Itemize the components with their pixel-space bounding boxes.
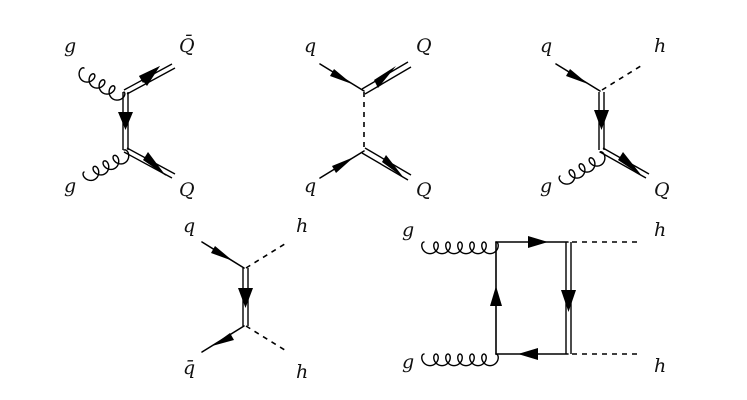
- label-in-bottom: q̄: [183, 357, 195, 379]
- label-out-top: Q: [416, 35, 432, 57]
- arrow-down: [118, 112, 133, 130]
- gluon-line: [421, 353, 499, 367]
- arrow: [374, 66, 396, 88]
- gluon-line: [421, 241, 499, 255]
- arrow-left: [518, 348, 538, 360]
- label-in-bottom: g: [540, 175, 552, 197]
- label-in-top: q: [540, 35, 552, 57]
- arrow: [382, 155, 404, 178]
- label-in-top: g: [64, 35, 76, 57]
- diagram-qqbar-to-hh: q h q̄ h: [183, 215, 308, 383]
- label-in-top: q: [183, 215, 195, 237]
- label-in-bottom: g: [64, 175, 76, 197]
- diagram-qg-to-hQ: q h g Q: [540, 35, 670, 201]
- label-out-top: h: [654, 219, 666, 241]
- arrow: [566, 69, 588, 84]
- heavy-quark-line: [599, 151, 647, 179]
- gluon-line: [558, 151, 606, 185]
- label-out-top: h: [654, 35, 666, 57]
- arrow: [618, 152, 642, 176]
- arrow: [139, 66, 160, 86]
- higgs-line: [245, 325, 289, 353]
- arrow: [143, 152, 166, 176]
- label-out-top: Q̄: [179, 34, 195, 57]
- arrow-down: [561, 290, 576, 312]
- label-out-bottom: Q: [416, 179, 432, 201]
- label-out-bottom: h: [654, 355, 666, 377]
- diagram-gg-to-hh-box: g h g h: [402, 219, 666, 377]
- label-in-top: g: [402, 219, 414, 241]
- higgs-line: [245, 241, 289, 269]
- diagram-qq-to-QQ: q Q q Q: [304, 35, 432, 201]
- arrow-right: [528, 236, 548, 248]
- arrow-down: [594, 110, 609, 130]
- label-out-bottom: Q: [654, 179, 670, 201]
- label-in-top: q: [304, 35, 316, 57]
- heavy-quark-line: [126, 67, 176, 95]
- diagram-gg-to-QQbar: g Q̄ g Q: [64, 34, 195, 201]
- label-out-top: h: [296, 215, 308, 237]
- arrow: [330, 69, 352, 84]
- arrow-up: [490, 286, 502, 306]
- higgs-line: [601, 63, 645, 91]
- label-out-bottom: Q: [179, 179, 195, 201]
- arrow-down: [238, 288, 253, 308]
- arrow: [212, 333, 234, 346]
- heavy-quark-line: [361, 152, 409, 181]
- gluon-line: [78, 67, 126, 101]
- arrow: [211, 246, 233, 261]
- label-in-bottom: q: [304, 175, 316, 197]
- arrow: [332, 157, 354, 173]
- heavy-quark-line: [364, 66, 412, 95]
- gluon-line: [82, 149, 130, 182]
- label-in-bottom: g: [402, 351, 414, 373]
- label-out-bottom: h: [296, 361, 308, 383]
